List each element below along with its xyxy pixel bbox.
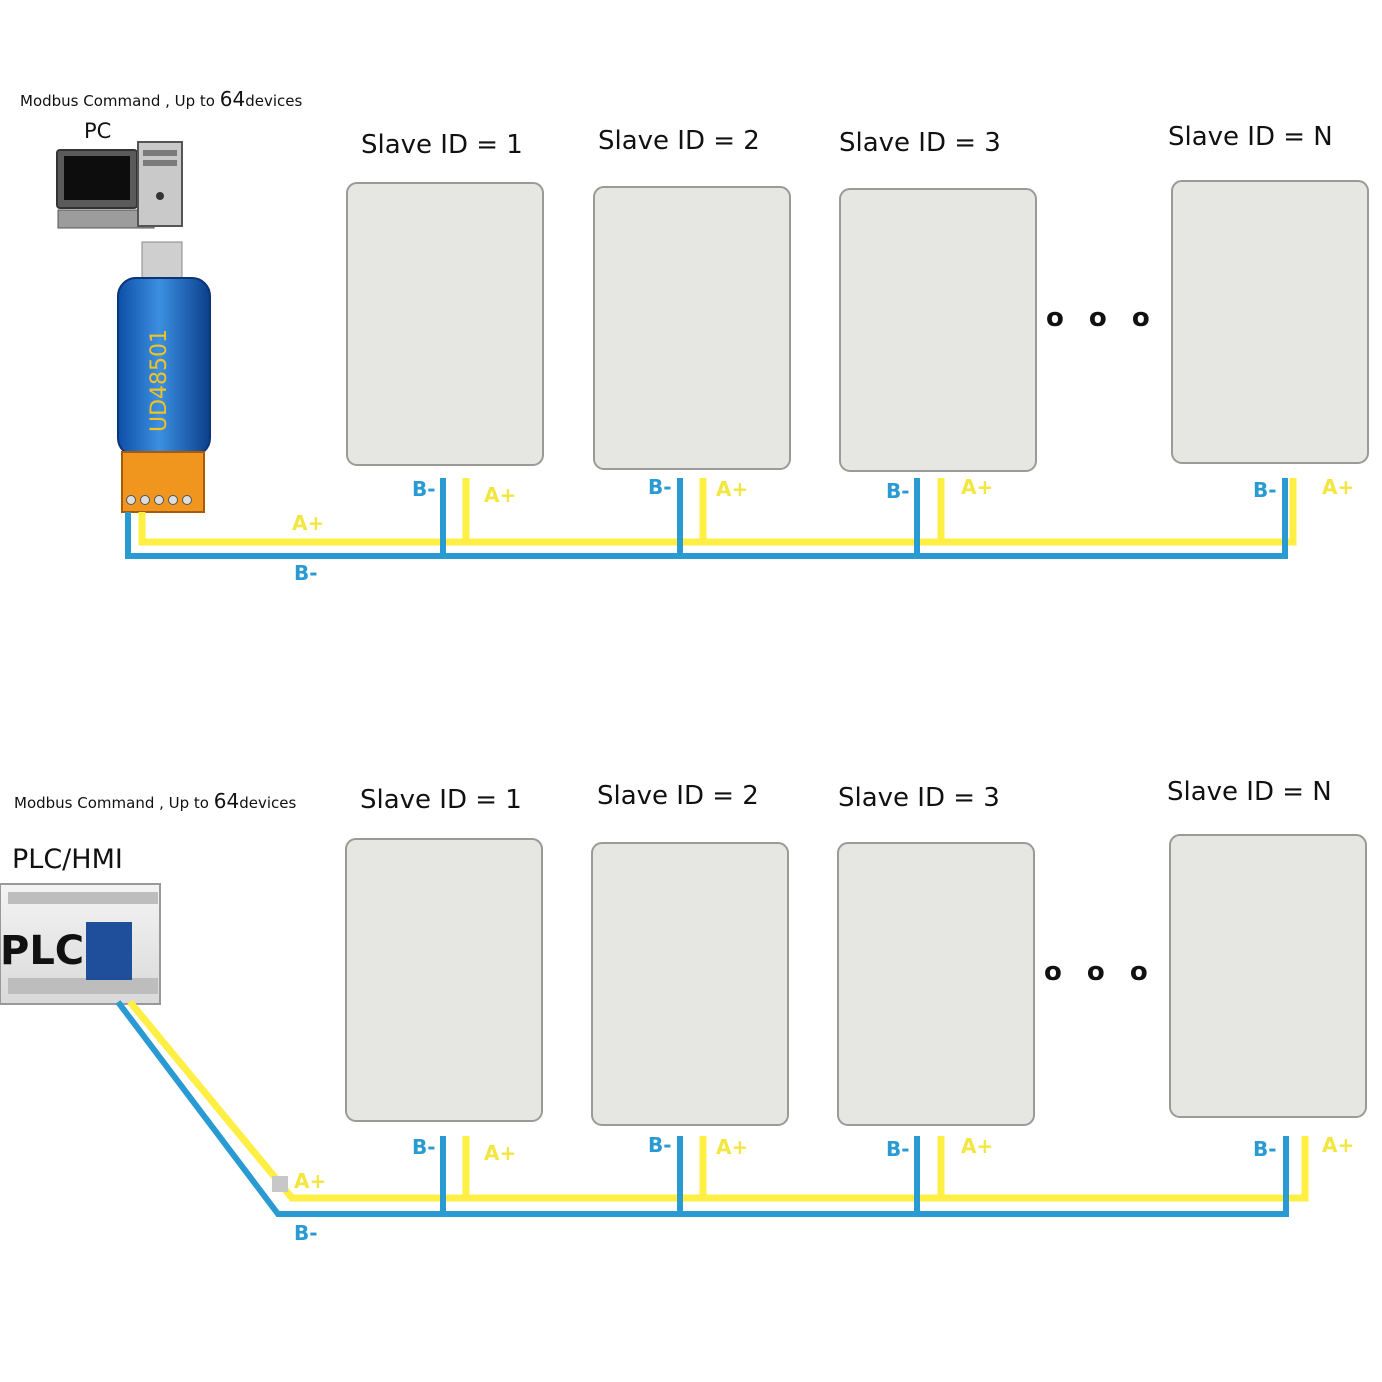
bottom-drop-b-label-3: B- bbox=[886, 1137, 910, 1161]
relay-module: 4NTC 4DI 6DO RS485 Relay eletechsup N4A4… bbox=[591, 842, 789, 1126]
bottom-drop-b-label-2: B- bbox=[648, 1133, 672, 1157]
top-bus: A+ B- B- A+ B- A+ B- A+ B- A+ bbox=[125, 475, 1354, 585]
top-drop-a-label-4: A+ bbox=[1322, 475, 1354, 499]
bottom-bus: A+ B- B- A+ B- A+ B- A+ B- A+ bbox=[115, 999, 1354, 1245]
bottom-slave-label-3: Slave ID = 3 bbox=[838, 783, 1000, 813]
relay-module: 4NTC 4DI 6DO RS485 Relay eletechsup N4A4… bbox=[593, 186, 791, 470]
top-relay-module-1: 4NTC 4DI 6DO RS485 Relay eletechsup N4A4… bbox=[346, 182, 544, 466]
relay-module: 4NTC 4DI 6DO RS485 Relay eletechsup N4A4… bbox=[1171, 180, 1369, 464]
bottom-bus-b-label: B- bbox=[294, 1221, 318, 1245]
bottom-drop-b-label-1: B- bbox=[412, 1135, 436, 1159]
top-bus-b-line bbox=[125, 478, 1288, 559]
top-bus-a-label: A+ bbox=[292, 511, 324, 535]
top-drop-b-label-1: B- bbox=[412, 477, 436, 501]
bottom-section: Modbus Command , Up to 64devices PLC/HMI… bbox=[0, 777, 1367, 1245]
bottom-bus-a-label: A+ bbox=[294, 1169, 326, 1193]
top-section: Modbus Command , Up to 64devices PC UD48… bbox=[20, 87, 1369, 585]
top-slave-label-1: Slave ID = 1 bbox=[361, 130, 523, 160]
top-caption: Modbus Command , Up to 64devices bbox=[20, 87, 302, 111]
relay-module: 4NTC 4DI 6DO RS485 Relay eletechsup N4A4… bbox=[345, 838, 543, 1122]
bottom-relay-module-n: 4NTC 4DI 6DO RS485 Relay eletechsup N4A4… bbox=[1169, 834, 1367, 1118]
relay-module: 4NTC 4DI 6DO RS485 Relay eletechsup N4A4… bbox=[1169, 834, 1367, 1118]
top-relay-module-n: 4NTC 4DI 6DO RS485 Relay eletechsup N4A4… bbox=[1171, 180, 1369, 464]
bottom-drop-b-label-4: B- bbox=[1253, 1137, 1277, 1161]
usb-rs485-adapter: UD48501 bbox=[117, 241, 211, 513]
top-drop-b-label-3: B- bbox=[886, 479, 910, 503]
bottom-relay-module-2: 4NTC 4DI 6DO RS485 Relay eletechsup N4A4… bbox=[591, 842, 789, 1126]
top-drop-b-label-2: B- bbox=[648, 475, 672, 499]
bottom-slave-label-1: Slave ID = 1 bbox=[360, 785, 522, 815]
bottom-drop-a-label-1: A+ bbox=[484, 1141, 516, 1165]
top-relay-module-3: 4NTC 4DI 6DO RS485 Relay eletechsup N4A4… bbox=[839, 188, 1037, 472]
bottom-drop-a-label-2: A+ bbox=[716, 1135, 748, 1159]
bottom-slave-label-2: Slave ID = 2 bbox=[597, 781, 759, 811]
bottom-bus-b-line bbox=[115, 1000, 1289, 1217]
pc-icon bbox=[56, 141, 183, 229]
relay-module: 4NTC 4DI 6DO RS485 Relay eletechsup N4A4… bbox=[346, 182, 544, 466]
top-relay-module-2: 4NTC 4DI 6DO RS485 Relay eletechsup N4A4… bbox=[593, 186, 791, 470]
pc-label: PC bbox=[84, 119, 111, 143]
bottom-drop-a-label-3: A+ bbox=[961, 1134, 993, 1158]
bottom-caption: Modbus Command , Up to 64devices bbox=[14, 789, 296, 813]
bottom-relay-module-3: 4NTC 4DI 6DO RS485 Relay eletechsup N4A4… bbox=[837, 842, 1035, 1126]
relay-module: 4NTC 4DI 6DO RS485 Relay eletechsup N4A4… bbox=[839, 188, 1037, 472]
relay-module: 4NTC 4DI 6DO RS485 Relay eletechsup N4A4… bbox=[837, 842, 1035, 1126]
top-drop-b-label-4: B- bbox=[1253, 478, 1277, 502]
bottom-drop-a-label-4: A+ bbox=[1322, 1133, 1354, 1157]
top-drop-a-label-2: A+ bbox=[716, 477, 748, 501]
top-drop-a-label-1: A+ bbox=[484, 483, 516, 507]
plc-logo-text: PLC bbox=[0, 928, 84, 974]
adapter-model-label: UD48501 bbox=[147, 329, 172, 432]
bottom-relay-module-1: 4NTC 4DI 6DO RS485 Relay eletechsup N4A4… bbox=[345, 838, 543, 1122]
top-bus-a-line bbox=[138, 478, 1297, 546]
bottom-slave-label-n: Slave ID = N bbox=[1167, 777, 1332, 807]
bottom-ellipsis: o o o bbox=[1044, 957, 1156, 987]
top-slave-label-3: Slave ID = 3 bbox=[839, 128, 1001, 158]
plc-unit: PLC bbox=[0, 883, 161, 1005]
plc-hmi-label: PLC/HMI bbox=[12, 844, 123, 875]
top-drop-a-label-3: A+ bbox=[961, 475, 993, 499]
bottom-bus-a-line bbox=[127, 999, 1309, 1202]
top-slave-label-2: Slave ID = 2 bbox=[598, 126, 760, 156]
top-bus-b-label: B- bbox=[294, 561, 318, 585]
top-ellipsis: o o o bbox=[1046, 303, 1158, 333]
top-slave-label-n: Slave ID = N bbox=[1168, 122, 1333, 152]
